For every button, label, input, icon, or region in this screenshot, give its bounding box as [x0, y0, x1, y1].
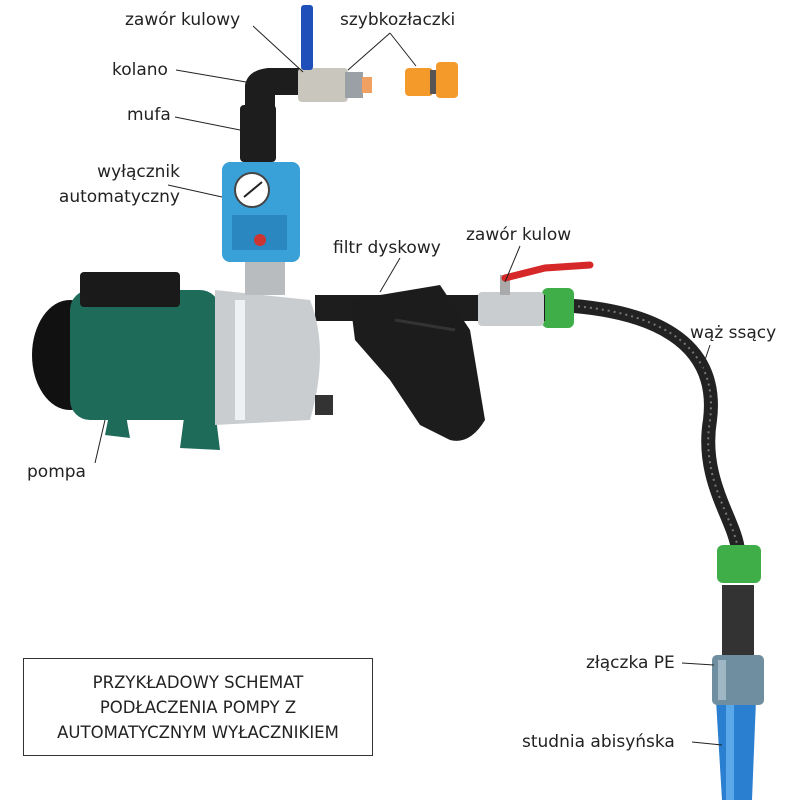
label-coupling: mufa — [127, 105, 171, 125]
leader-lines — [94, 25, 723, 746]
label-ball-valve-top: zawór kulowy — [125, 10, 241, 30]
caption-box: PRZYKŁADOWY SCHEMAT PODŁACZENIA POMPY Z … — [23, 658, 373, 756]
hose-green-connector — [542, 288, 761, 583]
label-elbow: kolano — [112, 60, 168, 80]
disc-filter — [350, 285, 485, 441]
label-pe-connector: złączka PE — [586, 653, 675, 673]
label-ball-valve-side: zawór kulow — [466, 225, 572, 245]
label-suction-hose: wąż ssący — [690, 323, 777, 343]
label-quick-connectors: szybkozłaczki — [340, 10, 456, 30]
elbow — [245, 68, 300, 108]
quick-connector — [405, 62, 458, 98]
label-pressure-switch-line2: automatyczny — [58, 187, 180, 207]
caption-line-2: PODŁACZENIA POMPY Z — [99, 697, 297, 717]
label-well: studnia abisyńska — [522, 732, 675, 752]
well-pipe — [716, 700, 756, 800]
caption-line-3: AUTOMATYCZNYM WYŁACZNIKIEM — [57, 722, 339, 742]
side-ball-valve — [478, 261, 594, 326]
coupling — [240, 105, 276, 162]
pe-connector — [712, 585, 764, 705]
label-pump: pompa — [27, 462, 86, 482]
label-pressure-switch-line1: wyłącznik — [97, 162, 180, 182]
pressure-switch — [222, 162, 300, 262]
label-disc-filter: filtr dyskowy — [333, 238, 441, 258]
pump-housing — [215, 255, 333, 425]
pump-motor — [32, 272, 220, 450]
top-ball-valve — [298, 5, 372, 102]
suction-hose — [559, 298, 745, 552]
caption-line-1: PRZYKŁADOWY SCHEMAT — [92, 672, 304, 692]
label-pressure-switch: wyłącznik automatyczny — [30, 162, 180, 207]
